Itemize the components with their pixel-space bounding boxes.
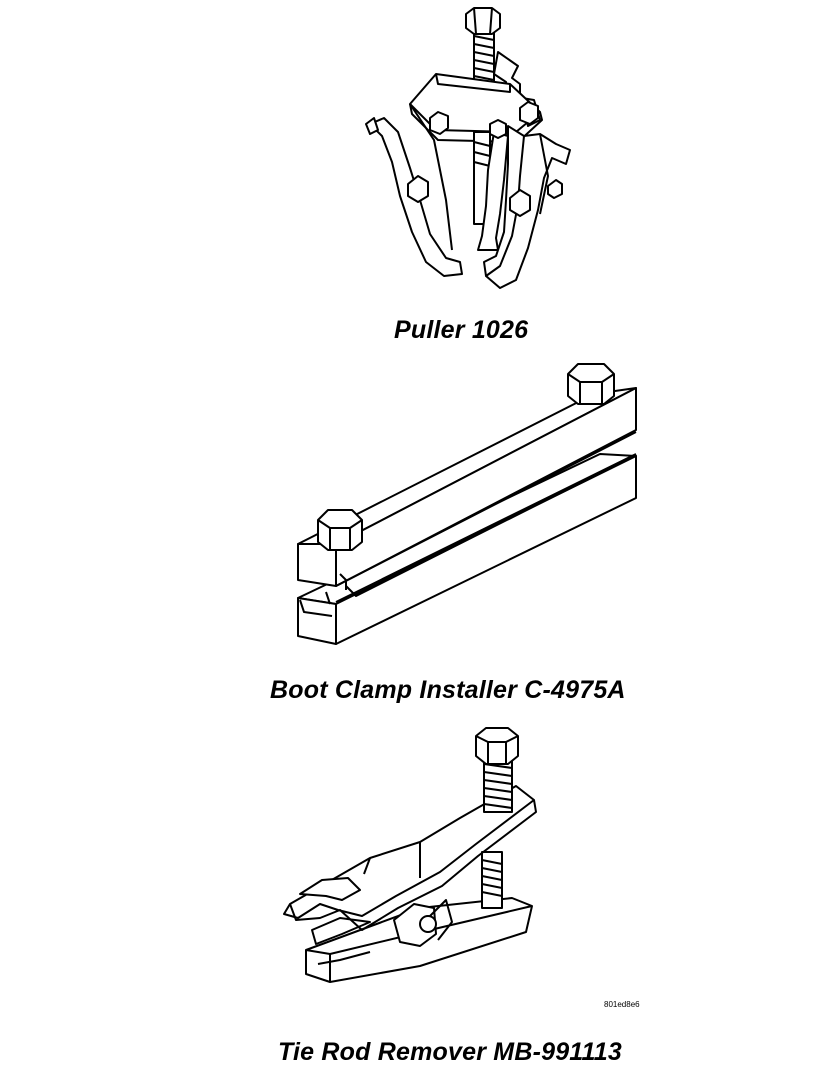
tie-rod-remover-icon bbox=[276, 720, 546, 990]
boot-clamp-installer-caption: Boot Clamp Installer C-4975A bbox=[270, 676, 626, 704]
tie-rod-remover-caption: Tie Rod Remover MB-991113 bbox=[278, 1038, 623, 1066]
puller-figure bbox=[350, 0, 580, 300]
boot-clamp-installer-figure bbox=[290, 360, 650, 650]
puller-caption: Puller 1026 bbox=[394, 316, 529, 344]
tie-rod-remover-figure bbox=[276, 720, 546, 990]
three-jaw-puller-icon bbox=[350, 0, 580, 300]
boot-clamp-installer-icon bbox=[290, 360, 650, 650]
figure-code: 801ed8e6 bbox=[604, 1000, 640, 1009]
